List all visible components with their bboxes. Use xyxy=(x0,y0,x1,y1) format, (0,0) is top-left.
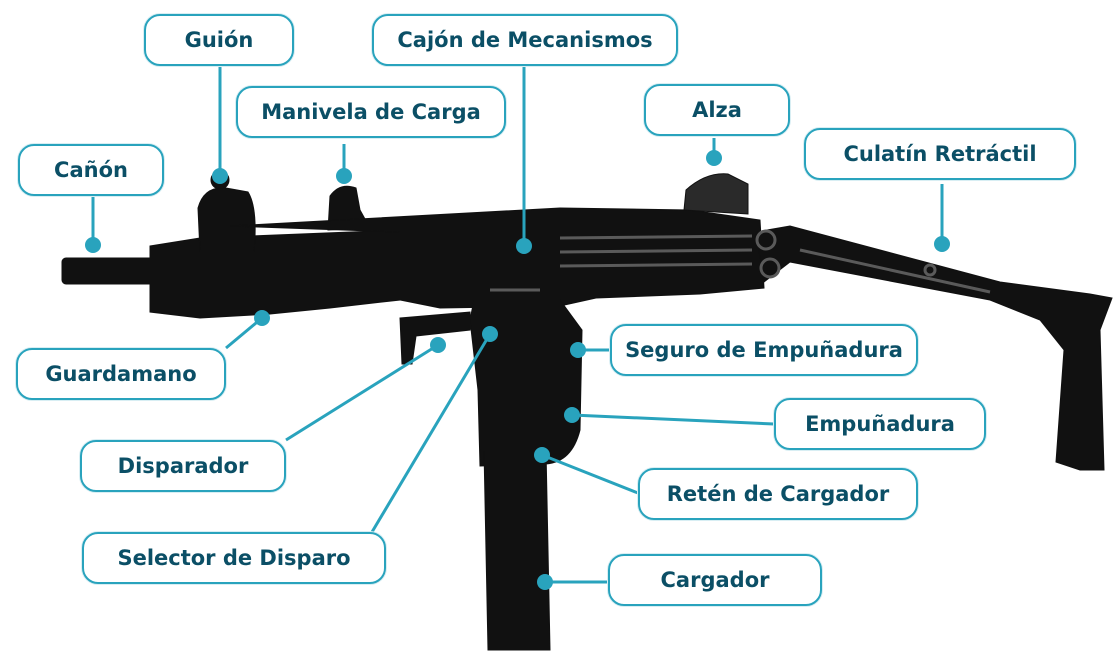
dot-seguro xyxy=(570,342,586,358)
label-guardamano: Guardamano xyxy=(16,348,226,400)
barrel-shape xyxy=(61,257,163,285)
dot-cargador xyxy=(537,574,553,590)
dot-alza xyxy=(706,150,722,166)
dot-disparador xyxy=(430,337,446,353)
label-cajon-de-mecanismos: Cajón de Mecanismos xyxy=(372,14,678,66)
stock-shape xyxy=(755,225,1113,471)
label-canon: Cañón xyxy=(18,144,164,196)
magazine-shape xyxy=(483,449,551,651)
label-seguro-de-empunadura: Seguro de Empuñadura xyxy=(610,324,918,376)
label-reten-de-cargador: Retén de Cargador xyxy=(638,468,918,520)
leader-selector xyxy=(370,333,492,533)
leader-dots xyxy=(85,150,950,590)
grip-shape xyxy=(469,299,583,467)
weapon-details xyxy=(490,229,991,294)
trigger-guard-shape xyxy=(399,311,471,365)
leader-reten xyxy=(541,453,639,495)
label-alza: Alza xyxy=(644,84,790,136)
label-culatin-retractil: Culatín Retráctil xyxy=(804,128,1076,180)
handguard-shape xyxy=(149,229,401,319)
dot-cajon xyxy=(516,238,532,254)
label-cargador: Cargador xyxy=(608,554,822,606)
receiver-shape xyxy=(229,207,765,309)
dot-manivela xyxy=(336,168,352,184)
dot-empunadura xyxy=(564,407,580,423)
dot-reten xyxy=(534,447,550,463)
leader-empunadura xyxy=(571,413,775,426)
leader-lines xyxy=(91,66,944,584)
front-sight-shape xyxy=(197,187,256,253)
rear-sight-shape xyxy=(683,173,749,215)
label-guion: Guión xyxy=(144,14,294,66)
weapon-silhouette xyxy=(61,170,1113,651)
dot-canon xyxy=(85,237,101,253)
dot-culatin xyxy=(934,236,950,252)
label-empunadura: Empuñadura xyxy=(774,398,986,450)
label-selector-de-disparo: Selector de Disparo xyxy=(82,532,386,584)
dot-selector xyxy=(482,326,498,342)
label-manivela-de-carga: Manivela de Carga xyxy=(236,86,506,138)
leader-disparador xyxy=(285,343,439,442)
dot-guion xyxy=(212,168,228,184)
dot-guardamano xyxy=(254,310,270,326)
label-disparador: Disparador xyxy=(80,440,286,492)
